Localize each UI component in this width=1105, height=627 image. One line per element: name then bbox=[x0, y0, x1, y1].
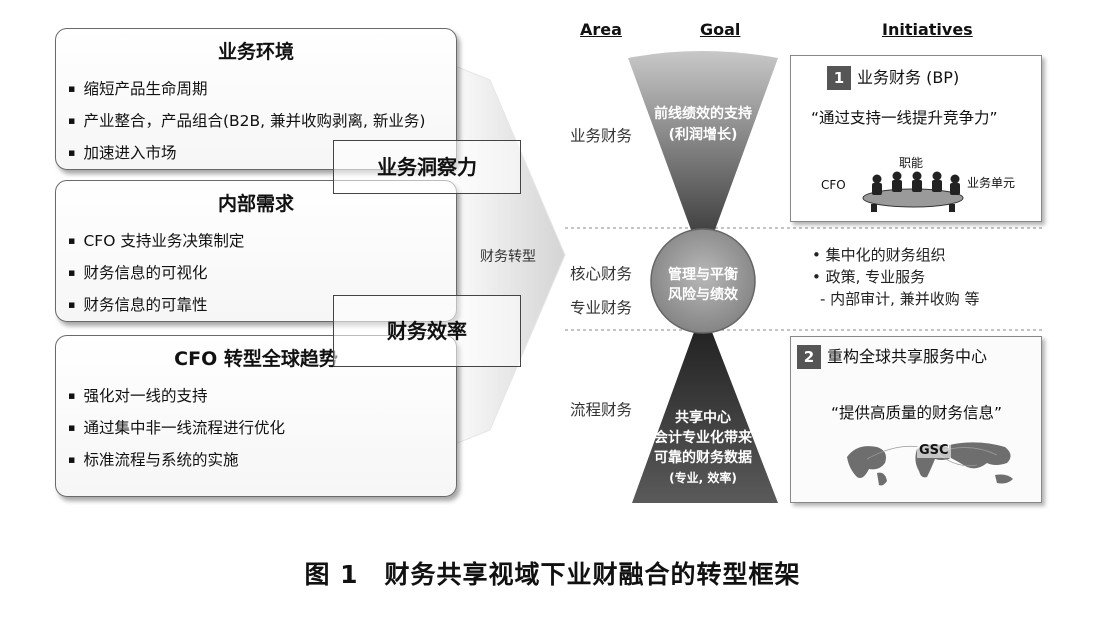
label-function: 职能 bbox=[899, 156, 924, 170]
finance-efficiency-label: 财务效率 bbox=[333, 295, 521, 367]
goal-top-line1: 前线绩效的支持 bbox=[654, 106, 752, 122]
area-professional-finance: 专业财务 bbox=[570, 299, 633, 317]
initiative-bp-quote: “通过支持一线提升竞争力” bbox=[811, 109, 998, 127]
initiative-gsc-title: 重构全球共享服务中心 bbox=[827, 347, 988, 366]
initiative-number-badge: 1 bbox=[827, 66, 851, 90]
figure-caption: 图 1 财务共享视域下业财融合的转型框架 bbox=[304, 560, 801, 589]
goal-center-circle bbox=[650, 228, 756, 334]
area-core-finance: 核心财务 bbox=[570, 265, 633, 283]
initiative-middle-item: • 政策, 专业服务 bbox=[812, 268, 926, 286]
goal-mid-line1: 管理与平衡 bbox=[668, 267, 738, 283]
list-item: 标准流程与系统的实施 bbox=[68, 444, 285, 476]
list-item: 加速进入市场 bbox=[68, 137, 425, 169]
list-item: CFO 支持业务决策制定 bbox=[68, 225, 244, 257]
initiative-bp-box: 1 业务财务 (BP) “通过支持一线提升竞争力” 职能 CFO 业务单元 bbox=[790, 55, 1042, 222]
label-cfo: CFO bbox=[821, 178, 846, 192]
list-item: 财务信息的可视化 bbox=[68, 257, 244, 289]
header-initiatives: Initiatives bbox=[882, 20, 973, 39]
goal-top-text: 前线绩效的支持 (利润增长) bbox=[640, 104, 766, 146]
goal-mid-text: 管理与平衡 风险与绩效 bbox=[653, 265, 753, 305]
goal-bottom-funnel bbox=[632, 328, 778, 503]
initiative-gsc-title-row: 2 重构全球共享服务中心 bbox=[797, 343, 987, 369]
initiative-middle-item: • 集中化的财务组织 bbox=[812, 246, 946, 264]
box-title: 业务环境 bbox=[217, 41, 294, 63]
goal-mid-line2: 风险与绩效 bbox=[668, 287, 738, 303]
arrow-label: 财务转型 bbox=[480, 249, 536, 265]
list-item: 通过集中非一线流程进行优化 bbox=[68, 412, 285, 444]
goal-bot-line3: 可靠的财务数据 bbox=[654, 450, 752, 466]
box-title: 内部需求 bbox=[217, 193, 294, 215]
gsc-map-label: GSC bbox=[917, 443, 951, 458]
initiative-gsc-box: 2 重构全球共享服务中心 “提供高质量的财务信息” GSC bbox=[790, 336, 1042, 503]
header-goal: Goal bbox=[700, 20, 741, 39]
business-insight-label: 业务洞察力 bbox=[333, 140, 521, 194]
box-title: CFO 转型全球趋势 bbox=[174, 348, 338, 370]
meeting-table-icon bbox=[862, 171, 964, 212]
initiative-number-badge: 2 bbox=[797, 345, 821, 369]
area-process-finance: 流程财务 bbox=[570, 401, 633, 419]
initiative-middle-item: - 内部审计, 兼并收购 等 bbox=[820, 290, 980, 308]
goal-top-line2: (利润增长) bbox=[668, 127, 738, 143]
goal-bot-line2: 会计专业化带来 bbox=[654, 430, 752, 446]
goal-bot-line1: 共享中心 bbox=[675, 410, 731, 426]
goal-bot-line4: (专业, 效率) bbox=[669, 471, 737, 485]
area-business-finance: 业务财务 bbox=[570, 127, 633, 145]
internal-needs-box: 内部需求 CFO 支持业务决策制定 财务信息的可视化 财务信息的可靠性 bbox=[55, 180, 457, 322]
list-item: 强化对一线的支持 bbox=[68, 380, 285, 412]
list-item: 财务信息的可靠性 bbox=[68, 289, 244, 321]
goal-top-funnel bbox=[628, 51, 778, 242]
header-area: Area bbox=[580, 20, 622, 39]
list-item: 产业整合，产品组合(B2B, 兼并收购剥离, 新业务) bbox=[68, 105, 425, 137]
initiative-gsc-quote: “提供高质量的财务信息” bbox=[831, 404, 1003, 422]
goal-bottom-text: 共享中心 会计专业化带来 可靠的财务数据 (专业, 效率) bbox=[640, 408, 766, 488]
list-item: 缩短产品生命周期 bbox=[68, 73, 425, 105]
initiative-bp-title-row: 1 业务财务 (BP) bbox=[827, 64, 959, 90]
label-business-unit: 业务单元 bbox=[967, 176, 1016, 190]
initiative-bp-title: 业务财务 (BP) bbox=[857, 68, 960, 87]
